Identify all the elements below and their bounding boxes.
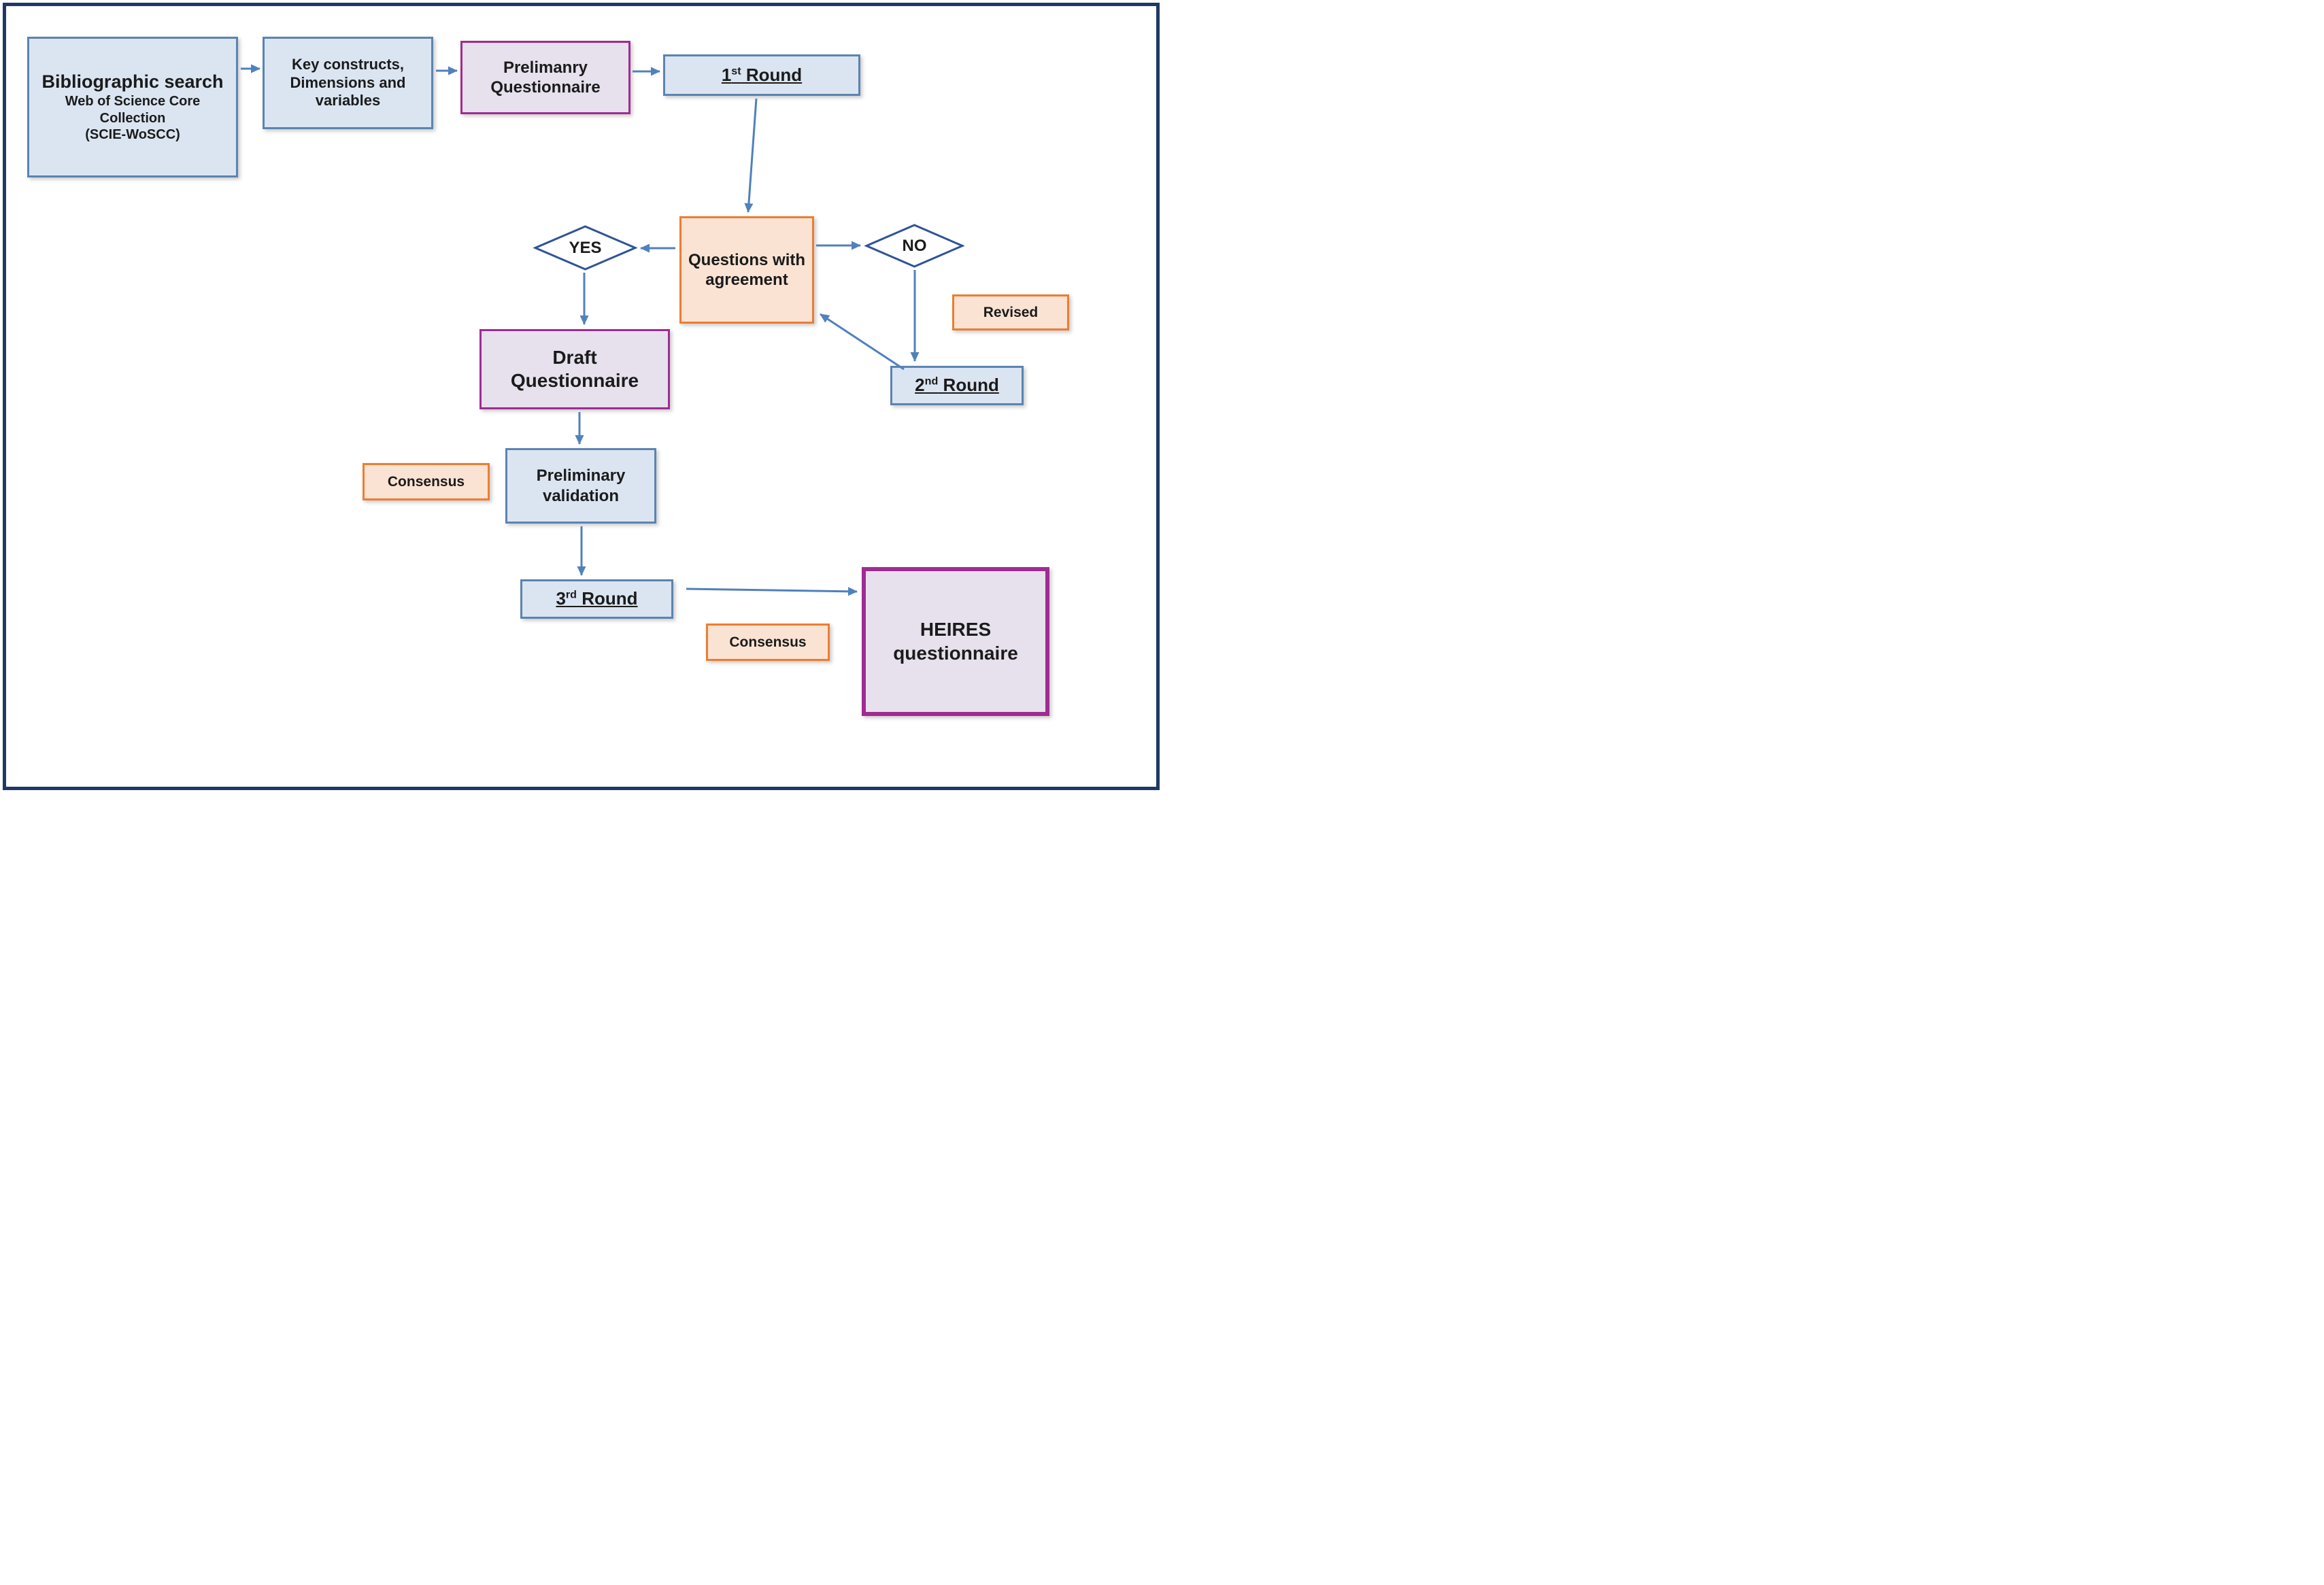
node-preliminary-questionnaire: Prelimanry Questionnaire bbox=[460, 41, 630, 114]
decision-no: NO bbox=[864, 224, 964, 268]
node-consensus-bottom: Consensus bbox=[706, 624, 830, 661]
node-draft-questionnaire: Draft Questionnaire bbox=[479, 329, 670, 409]
flowchart-canvas: Bibliographic search Web of Science Core… bbox=[3, 3, 1160, 790]
second-round-label: 2nd Round bbox=[915, 375, 999, 396]
node-bibliographic-search: Bibliographic search Web of Science Core… bbox=[27, 37, 238, 177]
questions-with-agreement-label: Questions with agreement bbox=[688, 250, 806, 289]
preliminary-validation-label: Preliminary validation bbox=[536, 466, 626, 505]
third-round-label: 3rd Round bbox=[556, 588, 638, 609]
node-heires-questionnaire: HEIRES questionnaire bbox=[862, 567, 1049, 716]
node-first-round: 1st Round bbox=[663, 54, 860, 96]
arrow-third-round-to-heires bbox=[686, 587, 858, 596]
heires-questionnaire-label: HEIRES questionnaire bbox=[893, 619, 1018, 664]
node-consensus-left: Consensus bbox=[363, 463, 490, 500]
node-revised: Revised bbox=[952, 294, 1069, 330]
arrow-second-round-to-questions bbox=[820, 313, 905, 371]
diamond-shape-no bbox=[864, 224, 964, 268]
bibliographic-search-title: Bibliographic search bbox=[41, 71, 224, 92]
arrow-first-round-to-questions bbox=[744, 98, 758, 213]
bibliographic-search-subtitle1: Web of Science Core Collection bbox=[65, 94, 201, 126]
decision-yes: YES bbox=[533, 225, 637, 271]
no-label: NO bbox=[902, 236, 927, 255]
bibliographic-search-subtitle2: (SCIE-WoSCC) bbox=[85, 127, 180, 143]
node-second-round: 2nd Round bbox=[890, 366, 1024, 405]
preliminary-questionnaire-label: Prelimanry Questionnaire bbox=[490, 58, 601, 97]
diamond-shape-yes bbox=[533, 225, 637, 271]
revised-label: Revised bbox=[983, 304, 1039, 320]
node-preliminary-validation: Preliminary validation bbox=[505, 448, 656, 524]
draft-questionnaire-label: Draft Questionnaire bbox=[510, 346, 639, 391]
consensus-bottom-label: Consensus bbox=[729, 634, 807, 650]
key-constructs-label: Key constructs, Dimensions and variables bbox=[290, 55, 406, 109]
node-questions-with-agreement: Questions with agreement bbox=[679, 216, 814, 324]
yes-label: YES bbox=[569, 238, 602, 257]
node-third-round: 3rd Round bbox=[520, 579, 673, 619]
first-round-label: 1st Round bbox=[721, 64, 803, 85]
consensus-left-label: Consensus bbox=[387, 473, 465, 490]
node-key-constructs: Key constructs, Dimensions and variables bbox=[263, 37, 433, 129]
